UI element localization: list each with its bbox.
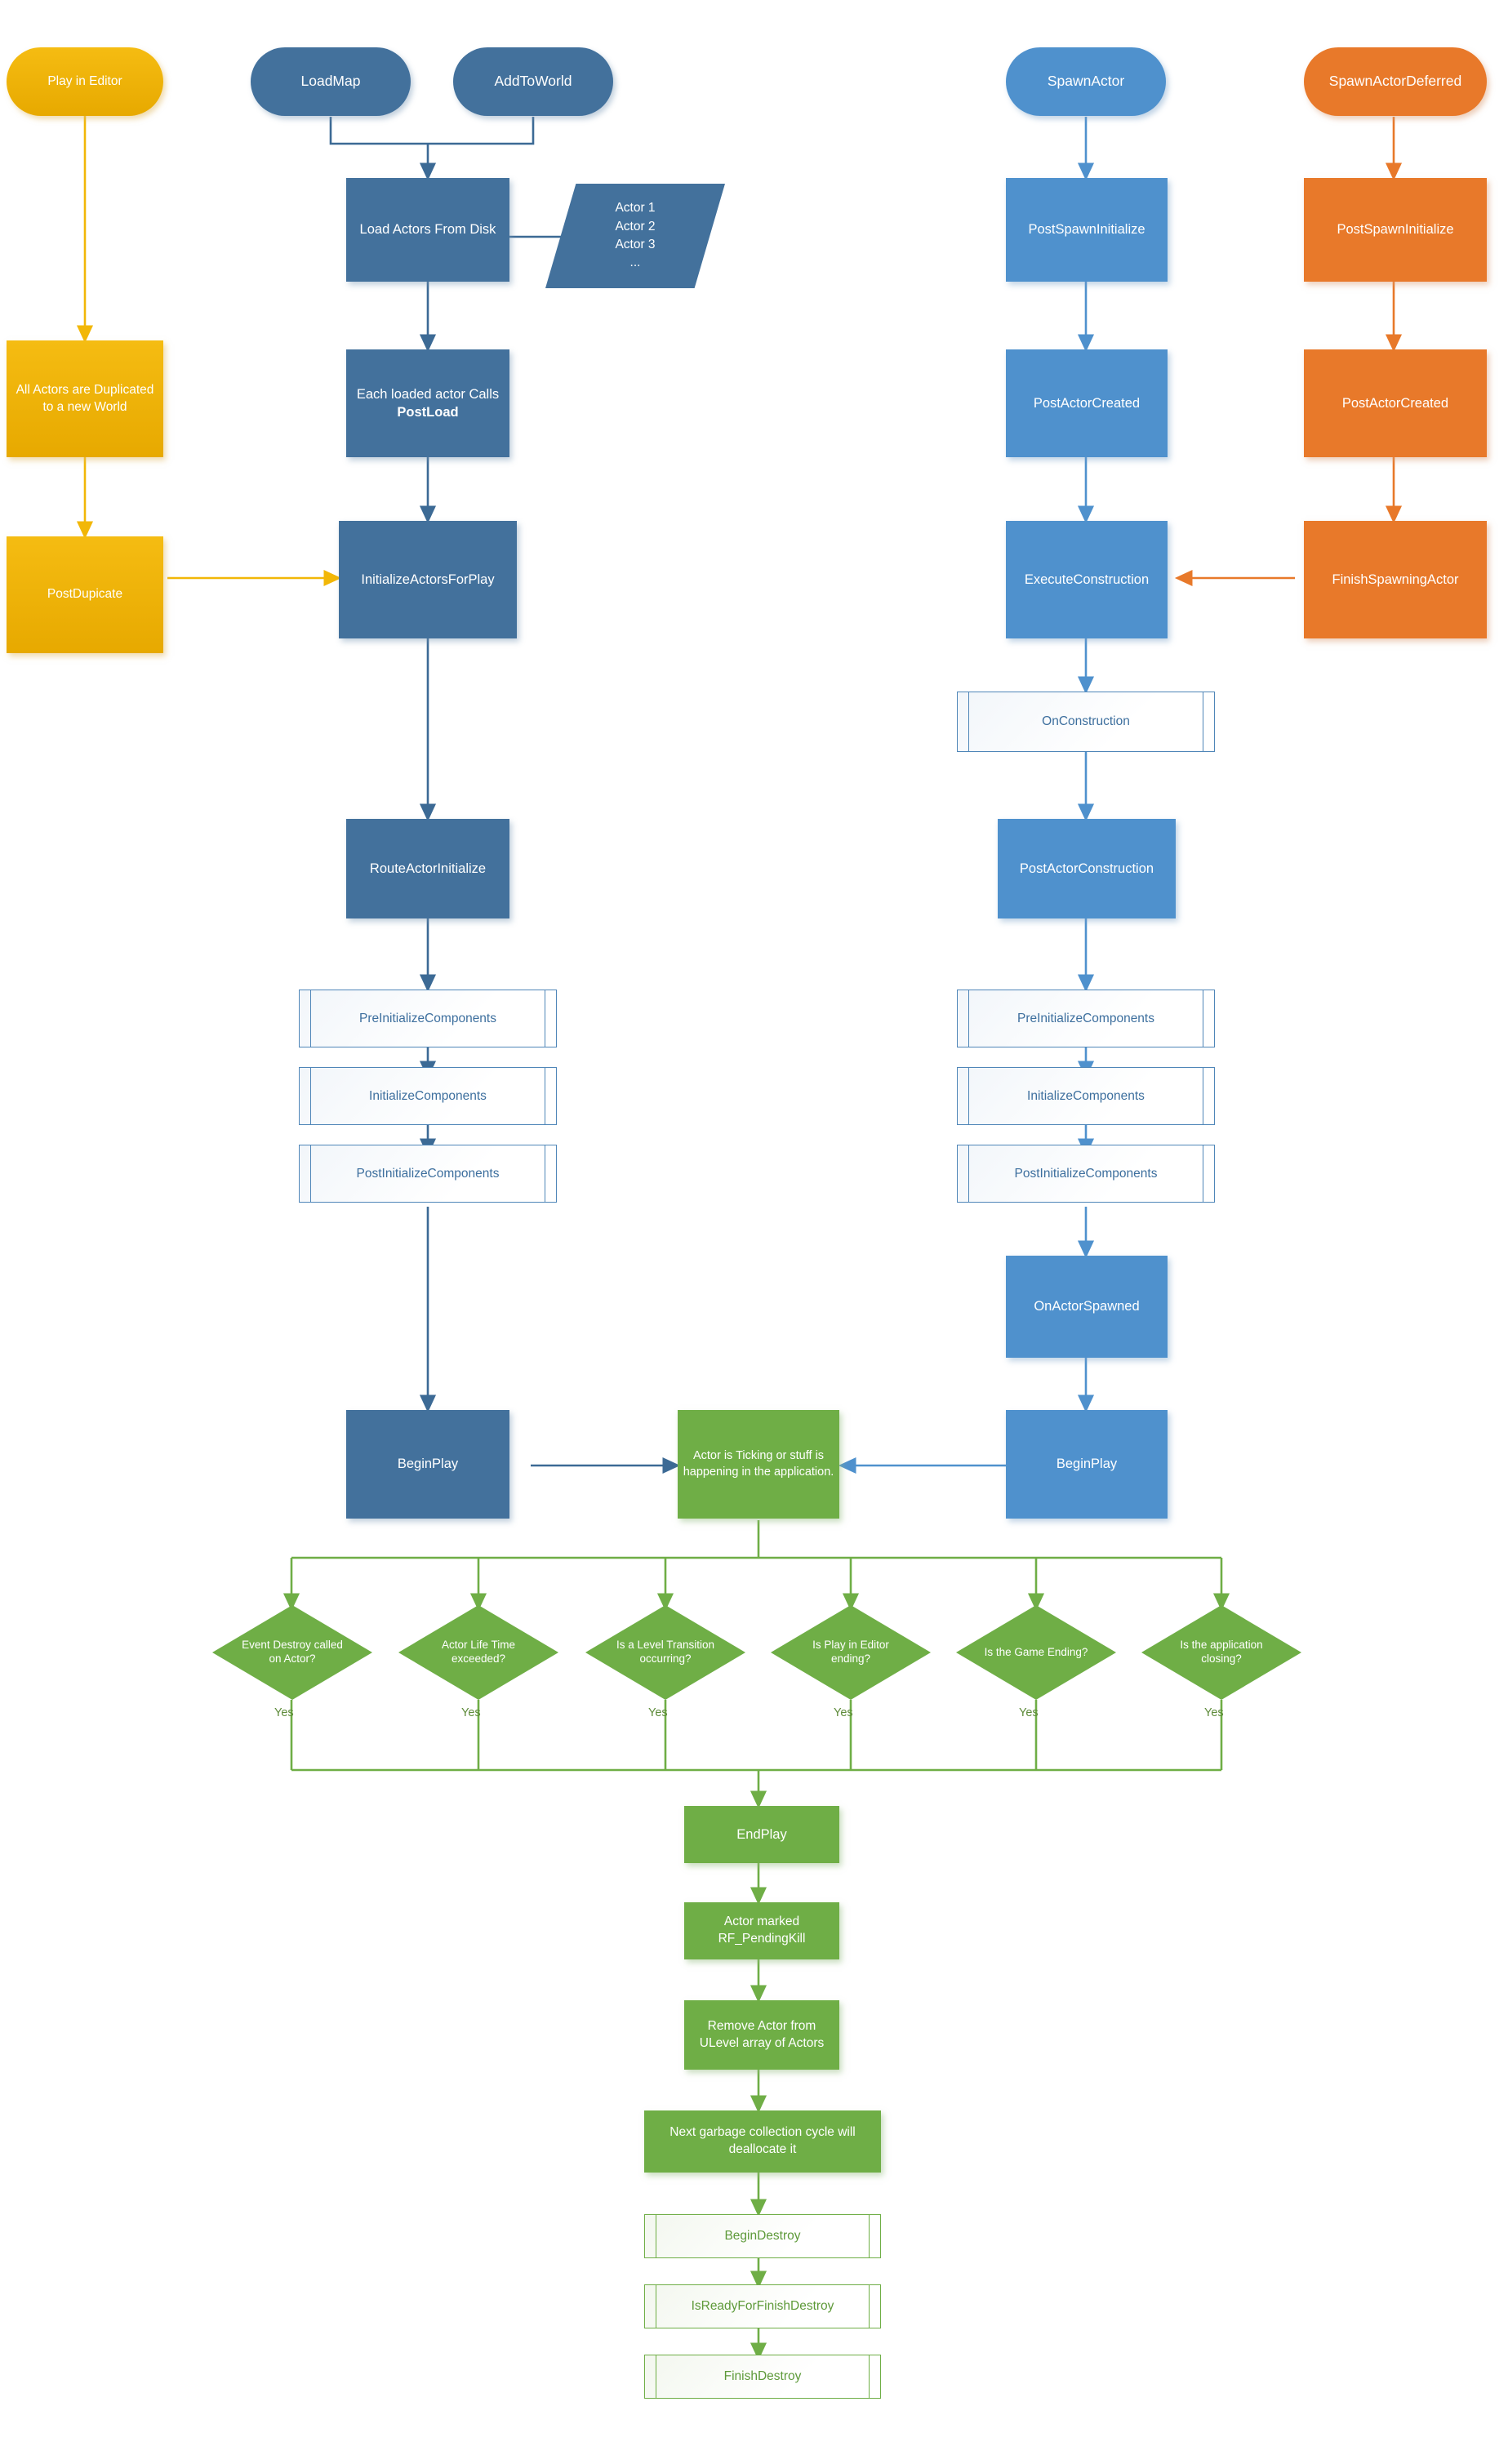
- edge-label-yes-play-in-editor-ending: Yes: [834, 1706, 853, 1719]
- node-on-construction[interactable]: OnConstruction: [957, 692, 1215, 752]
- edge-label-yes-actor-life-time: Yes: [461, 1706, 481, 1719]
- node-begin-play-left[interactable]: BeginPlay: [346, 1410, 509, 1519]
- edge-label-yes-application-closing: Yes: [1204, 1706, 1224, 1719]
- decision-event-destroy[interactable]: Event Destroy called on Actor?: [212, 1605, 372, 1700]
- node-route-actor-initialize[interactable]: RouteActorInitialize: [346, 819, 509, 918]
- actor-list-item: Actor 1: [615, 201, 656, 216]
- actor-list-item: ...: [629, 256, 641, 270]
- node-actor-list[interactable]: Actor 1 Actor 2 Actor 3 ...: [545, 184, 725, 288]
- node-spawn-actor-deferred[interactable]: SpawnActorDeferred: [1304, 47, 1487, 116]
- edge-label-yes-level-transition: Yes: [648, 1706, 668, 1719]
- node-remove-actor-from-ulevel[interactable]: Remove Actor from ULevel array of Actors: [684, 2000, 839, 2070]
- node-actor-marked-pendingkill[interactable]: Actor marked RF_PendingKill: [684, 1902, 839, 1959]
- node-initialize-actors-for-play[interactable]: InitializeActorsForPlay: [339, 521, 517, 638]
- node-actor-is-ticking[interactable]: Actor is Ticking or stuff is happening i…: [678, 1410, 839, 1519]
- postload-bold: PostLoad: [397, 405, 459, 420]
- decision-game-ending[interactable]: Is the Game Ending?: [956, 1605, 1116, 1700]
- actor-list-item: Actor 3: [615, 238, 656, 251]
- node-pre-initialize-components-left[interactable]: PreInitializeComponents: [299, 990, 557, 1047]
- node-initialize-components-left[interactable]: InitializeComponents: [299, 1067, 557, 1125]
- node-pre-initialize-components-right[interactable]: PreInitializeComponents: [957, 990, 1215, 1047]
- node-finish-spawning-actor[interactable]: FinishSpawningActor: [1304, 521, 1487, 638]
- node-post-actor-created-orange[interactable]: PostActorCreated: [1304, 349, 1487, 457]
- node-post-initialize-components-right[interactable]: PostInitializeComponents: [957, 1145, 1215, 1203]
- node-spawn-actor[interactable]: SpawnActor: [1006, 47, 1166, 116]
- node-add-to-world[interactable]: AddToWorld: [453, 47, 613, 116]
- node-on-actor-spawned[interactable]: OnActorSpawned: [1006, 1256, 1168, 1358]
- node-load-actors-from-disk[interactable]: Load Actors From Disk: [346, 178, 509, 282]
- node-post-spawn-initialize-orange[interactable]: PostSpawnInitialize: [1304, 178, 1487, 282]
- node-each-loaded-actor-calls-postload[interactable]: Each loaded actor Calls PostLoad: [346, 349, 509, 457]
- node-finish-destroy[interactable]: FinishDestroy: [644, 2355, 881, 2399]
- node-begin-destroy[interactable]: BeginDestroy: [644, 2214, 881, 2258]
- postload-prefix: Each loaded actor Calls: [356, 386, 500, 402]
- actor-list-item: Actor 2: [615, 219, 656, 234]
- node-post-duplicate[interactable]: PostDupicate: [7, 536, 163, 653]
- node-next-gc-cycle[interactable]: Next garbage collection cycle will deall…: [644, 2110, 881, 2173]
- node-initialize-components-right[interactable]: InitializeComponents: [957, 1067, 1215, 1125]
- parallelogram-shape: [545, 184, 725, 288]
- node-end-play[interactable]: EndPlay: [684, 1806, 839, 1863]
- node-execute-construction[interactable]: ExecuteConstruction: [1006, 521, 1168, 638]
- node-post-spawn-initialize-blue[interactable]: PostSpawnInitialize: [1006, 178, 1168, 282]
- node-post-initialize-components-left[interactable]: PostInitializeComponents: [299, 1145, 557, 1203]
- node-all-actors-duplicated[interactable]: All Actors are Duplicated to a new World: [7, 340, 163, 457]
- node-post-actor-created-blue[interactable]: PostActorCreated: [1006, 349, 1168, 457]
- decision-level-transition[interactable]: Is a Level Transition occurring?: [585, 1605, 745, 1700]
- node-begin-play-right[interactable]: BeginPlay: [1006, 1410, 1168, 1519]
- edge-label-yes-game-ending: Yes: [1019, 1706, 1039, 1719]
- node-load-map[interactable]: LoadMap: [251, 47, 411, 116]
- edge-label-yes-event-destroy: Yes: [274, 1706, 294, 1719]
- decision-actor-life-time[interactable]: Actor Life Time exceeded?: [398, 1605, 558, 1700]
- decision-play-in-editor-ending[interactable]: Is Play in Editor ending?: [771, 1605, 931, 1700]
- node-post-actor-construction[interactable]: PostActorConstruction: [998, 819, 1176, 918]
- decision-application-closing[interactable]: Is the application closing?: [1141, 1605, 1301, 1700]
- node-play-in-editor[interactable]: Play in Editor: [7, 47, 163, 116]
- node-is-ready-for-finish-destroy[interactable]: IsReadyForFinishDestroy: [644, 2284, 881, 2328]
